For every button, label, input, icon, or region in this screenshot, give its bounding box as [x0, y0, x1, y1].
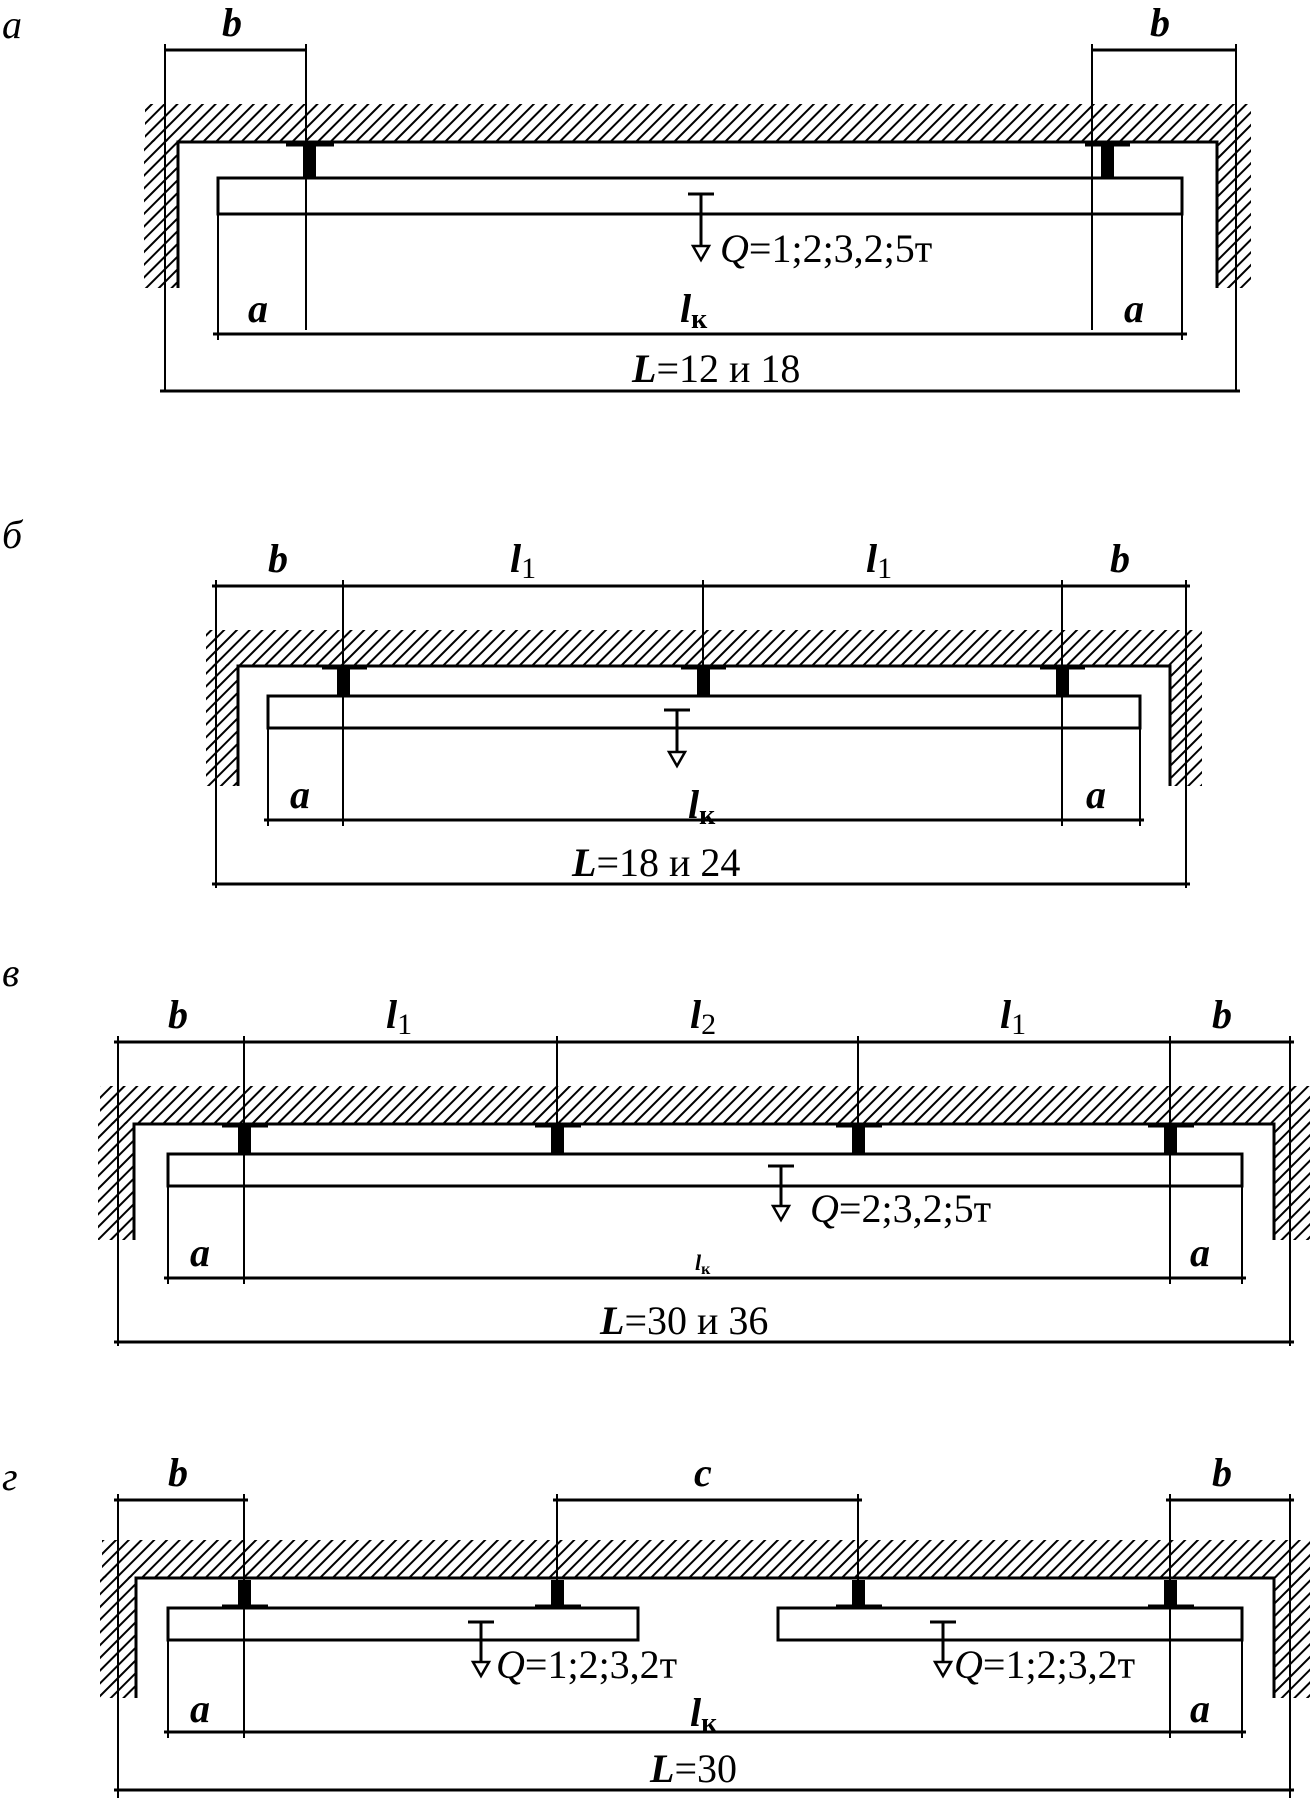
dim-b-right-label: b	[1150, 0, 1170, 45]
hoist-arrow-right-icon	[932, 1660, 954, 1679]
dim-b-right-label: b	[1212, 1450, 1232, 1495]
dim-b-left-label: b	[168, 1450, 188, 1495]
dim-lk-label: lк	[695, 1250, 711, 1278]
crane-beam-right	[776, 1606, 1244, 1642]
dim-a-left-label: a	[248, 286, 268, 331]
building-outline	[134, 1576, 1276, 1698]
dim-a-left-label: a	[190, 1686, 210, 1731]
right-wall-hatch	[1217, 140, 1251, 288]
load-label-left: Q=1;2;3,2т	[496, 1642, 677, 1687]
dim-l1-left-label: l1	[386, 992, 412, 1041]
span-label: L=12 и 18	[631, 346, 800, 391]
span-label: L=18 и 24	[571, 840, 740, 885]
dim-lk-label: lк	[680, 286, 708, 335]
support-2	[551, 1126, 564, 1153]
crane-beam	[166, 1152, 1244, 1188]
panel-letter-g: г	[2, 1454, 18, 1499]
ceiling-hatch	[145, 104, 1251, 142]
left-wall-hatch	[98, 1122, 134, 1240]
crane-beam-left	[166, 1606, 640, 1642]
dim-b-right-label: b	[1212, 992, 1232, 1037]
dim-a-right-label: a	[1124, 286, 1144, 331]
support-right	[1101, 145, 1114, 177]
dim-a-right-label: a	[1190, 1230, 1210, 1275]
building-outline	[176, 140, 1219, 288]
support-middle	[697, 668, 710, 695]
dim-lk-label: lк	[688, 782, 716, 831]
dim-a-right-label: a	[1190, 1686, 1210, 1731]
panel-a: а Q=1;2;3,2;5т b b a a lк	[2, 0, 1251, 393]
left-wall-hatch	[144, 140, 178, 288]
dim-l2-label: l2	[690, 992, 716, 1041]
panel-b: б b l1 l1 b a a lк L=18 и 24	[2, 512, 1202, 888]
hoist-arrow-left-icon	[470, 1660, 492, 1679]
load-label: Q=2;3,2;5т	[810, 1186, 991, 1231]
dim-lk-label: lк	[690, 1690, 718, 1739]
dim-b-left-label: b	[268, 536, 288, 581]
span-label: L=30	[649, 1746, 737, 1791]
dim-a-left-label: a	[290, 772, 310, 817]
dim-l1-right-label: l1	[1000, 992, 1026, 1041]
dim-b-left-label: b	[222, 0, 242, 45]
ceiling-hatch	[102, 1540, 1310, 1578]
dim-b-right-label: b	[1110, 536, 1130, 581]
dim-a-right-label: a	[1086, 772, 1106, 817]
hoist-arrow-icon	[666, 750, 688, 769]
support-left	[303, 145, 316, 177]
dim-l1-right-label: l1	[866, 536, 892, 585]
panel-letter-b: б	[2, 512, 24, 557]
crane-beam	[266, 694, 1142, 730]
building-outline	[132, 1122, 1276, 1240]
right-wall-hatch	[1274, 1576, 1310, 1698]
panel-letter-v: в	[2, 950, 19, 995]
ceiling-hatch	[100, 1086, 1310, 1124]
hoist-arrow-icon	[770, 1204, 792, 1223]
dim-a-left-label: a	[190, 1230, 210, 1275]
dim-c-label: c	[694, 1450, 712, 1495]
panel-letter-a: а	[2, 2, 22, 47]
dim-b-left-label: b	[168, 992, 188, 1037]
load-label: Q=1;2;3,2;5т	[720, 226, 932, 271]
span-label: L=30 и 36	[599, 1298, 768, 1343]
hoist-arrow-icon	[690, 244, 712, 263]
left-wall-hatch	[206, 664, 238, 786]
dim-l1-left-label: l1	[510, 536, 536, 585]
load-label-right: Q=1;2;3,2т	[954, 1642, 1135, 1687]
panel-v: в Q=2;3,2;5т b l1 l2 l1 b a	[2, 950, 1310, 1346]
panel-g: г Q=1;2;3,2т Q=1;2;3,2т b c	[2, 1450, 1310, 1798]
right-wall-hatch	[1274, 1122, 1310, 1240]
support-3	[852, 1126, 865, 1153]
